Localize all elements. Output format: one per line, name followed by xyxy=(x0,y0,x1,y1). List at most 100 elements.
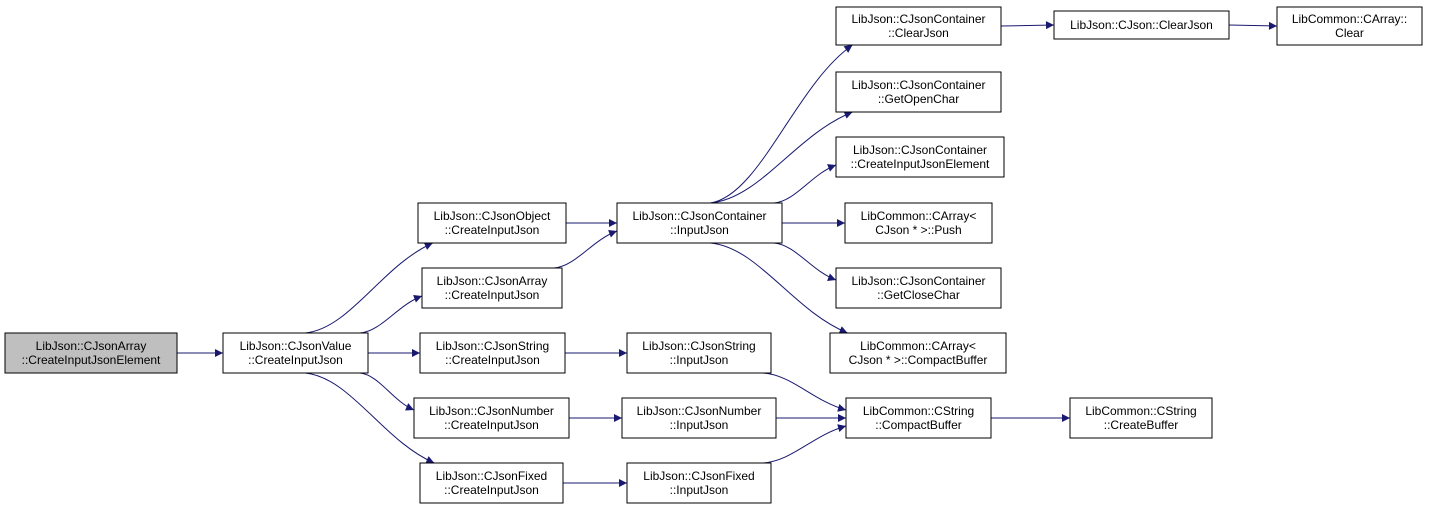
edge-container-clear-to-cjson-clear xyxy=(1000,21,1055,30)
node-box xyxy=(417,202,567,244)
node-box xyxy=(222,332,369,374)
nodes: LibJson::CJsonArray::CreateInputJsonElem… xyxy=(4,6,1423,504)
node-array-create[interactable]: LibJson::CJsonArray::CreateInputJson xyxy=(421,267,563,309)
node-label-line: LibJson::CJsonString xyxy=(436,339,549,353)
edge-container-input-to-container-openchar xyxy=(710,111,853,204)
node-label-line: LibJson::CJsonFixed xyxy=(436,469,547,483)
node-box xyxy=(835,6,1002,46)
node-root[interactable]: LibJson::CJsonArray::CreateInputJsonElem… xyxy=(4,332,178,374)
node-cstring-createbuffer[interactable]: LibCommon::CString::CreateBuffer xyxy=(1069,397,1213,439)
edge-string-input-to-cstring-compact xyxy=(762,372,847,412)
node-label-line: LibJson::CJsonContainer xyxy=(851,274,985,288)
node-label-line: LibJson::CJsonContainer xyxy=(851,12,985,26)
node-box xyxy=(835,267,1002,309)
node-label-line: ::ClearJson xyxy=(888,26,949,40)
node-container-clear[interactable]: LibJson::CJsonContainer::ClearJson xyxy=(835,6,1002,46)
node-number-create[interactable]: LibJson::CJsonNumber::CreateInputJson xyxy=(413,397,570,439)
node-label-line: LibCommon::CArray< xyxy=(860,339,976,353)
node-label-line: LibCommon::CString xyxy=(863,404,974,418)
node-label-line: ::CreateInputJsonElement xyxy=(22,353,161,367)
node-carray-clear[interactable]: LibCommon::CArray::Clear xyxy=(1276,6,1423,46)
node-label-line: ::InputJson xyxy=(670,418,729,432)
node-label-line: LibCommon::CString xyxy=(1085,404,1196,418)
edge-container-input-to-carray-compact xyxy=(710,242,848,334)
node-label-line: LibJson::CJsonArray xyxy=(437,274,548,288)
node-label-line: LibJson::CJsonArray xyxy=(36,339,147,353)
node-box xyxy=(626,462,772,504)
node-label-line: LibJson::CJson::ClearJson xyxy=(1070,18,1213,32)
node-box xyxy=(4,332,178,374)
edge-value-create-to-object-create xyxy=(305,242,434,334)
node-number-input[interactable]: LibJson::CJsonNumber::InputJson xyxy=(621,397,777,439)
node-box xyxy=(616,202,783,244)
node-label-line: Clear xyxy=(1335,26,1364,40)
node-container-input[interactable]: LibJson::CJsonContainer::InputJson xyxy=(616,202,783,244)
edges xyxy=(177,21,1278,487)
node-box xyxy=(1053,10,1230,40)
node-label-line: LibJson::CJsonContainer xyxy=(851,78,985,92)
node-label-line: CJson * >::Push xyxy=(875,223,961,237)
node-container-openchar[interactable]: LibJson::CJsonContainer::GetOpenChar xyxy=(835,71,1002,113)
node-label-line: ::CreateInputJson xyxy=(445,223,540,237)
node-label-line: ::InputJson xyxy=(670,353,729,367)
node-cjson-clear[interactable]: LibJson::CJson::ClearJson xyxy=(1053,10,1230,40)
node-label-line: ::CreateInputJson xyxy=(444,418,539,432)
edge-value-create-to-number-create xyxy=(359,372,415,411)
node-box xyxy=(1276,6,1423,46)
node-label-line: ::CreateInputJson xyxy=(444,483,539,497)
node-box xyxy=(844,202,993,244)
node-label-line: ::InputJson xyxy=(670,223,729,237)
node-label-line: ::CreateInputJson xyxy=(248,353,343,367)
node-object-create[interactable]: LibJson::CJsonObject::CreateInputJson xyxy=(417,202,567,244)
node-label-line: LibJson::CJsonValue xyxy=(240,339,352,353)
edge-container-input-to-container-createelem xyxy=(773,164,837,204)
node-label-line: ::CreateInputJsonElement xyxy=(851,157,990,171)
node-container-closechar[interactable]: LibJson::CJsonContainer::GetCloseChar xyxy=(835,267,1002,309)
node-string-create[interactable]: LibJson::CJsonString::CreateInputJson xyxy=(419,332,566,374)
node-label-line: LibJson::CJsonNumber xyxy=(429,404,554,418)
node-carray-push[interactable]: LibCommon::CArray<CJson * >::Push xyxy=(844,202,993,244)
edge-container-input-to-container-closechar xyxy=(773,242,837,281)
edge-array-create-to-container-input xyxy=(553,230,618,269)
node-string-input[interactable]: LibJson::CJsonString::InputJson xyxy=(626,332,772,374)
edge-value-create-to-fixed-create xyxy=(305,372,435,464)
node-box xyxy=(1069,397,1213,439)
edge-fixed-input-to-cstring-compact xyxy=(762,424,847,464)
node-label-line: LibJson::CJsonFixed xyxy=(643,469,754,483)
node-label-line: ::CreateBuffer xyxy=(1104,418,1178,432)
node-label-line: LibJson::CJsonString xyxy=(642,339,755,353)
node-label-line: LibCommon::CArray:: xyxy=(1292,12,1407,26)
edge-cjson-clear-to-carray-clear xyxy=(1228,21,1278,30)
node-label-line: LibJson::CJsonNumber xyxy=(637,404,762,418)
node-label-line: ::CreateInputJson xyxy=(445,353,540,367)
edge-container-input-to-container-clear xyxy=(710,44,853,204)
node-box xyxy=(835,136,1005,178)
node-label-line: ::InputJson xyxy=(670,483,729,497)
node-box xyxy=(419,332,566,374)
edge-value-create-to-array-create xyxy=(359,295,423,334)
node-box xyxy=(419,462,564,504)
node-box xyxy=(421,267,563,309)
node-box xyxy=(621,397,777,439)
node-label-line: LibJson::CJsonContainer xyxy=(853,143,987,157)
node-label-line: ::GetOpenChar xyxy=(878,92,959,106)
node-box xyxy=(413,397,570,439)
node-carray-compact[interactable]: LibCommon::CArray<CJson * >::CompactBuff… xyxy=(829,332,1007,374)
node-box xyxy=(835,71,1002,113)
node-box xyxy=(829,332,1007,374)
node-label-line: LibCommon::CArray< xyxy=(861,209,977,223)
node-label-line: ::CompactBuffer xyxy=(875,418,961,432)
node-container-createelem[interactable]: LibJson::CJsonContainer::CreateInputJson… xyxy=(835,136,1005,178)
node-box xyxy=(626,332,772,374)
node-label-line: ::CreateInputJson xyxy=(445,288,540,302)
node-cstring-compact[interactable]: LibCommon::CString::CompactBuffer xyxy=(845,397,992,439)
node-fixed-input[interactable]: LibJson::CJsonFixed::InputJson xyxy=(626,462,772,504)
node-label-line: CJson * >::CompactBuffer xyxy=(849,353,988,367)
node-value-create[interactable]: LibJson::CJsonValue::CreateInputJson xyxy=(222,332,369,374)
node-label-line: ::GetCloseChar xyxy=(877,288,960,302)
node-label-line: LibJson::CJsonContainer xyxy=(632,209,766,223)
node-fixed-create[interactable]: LibJson::CJsonFixed::CreateInputJson xyxy=(419,462,564,504)
node-label-line: LibJson::CJsonObject xyxy=(434,209,551,223)
node-box xyxy=(845,397,992,439)
